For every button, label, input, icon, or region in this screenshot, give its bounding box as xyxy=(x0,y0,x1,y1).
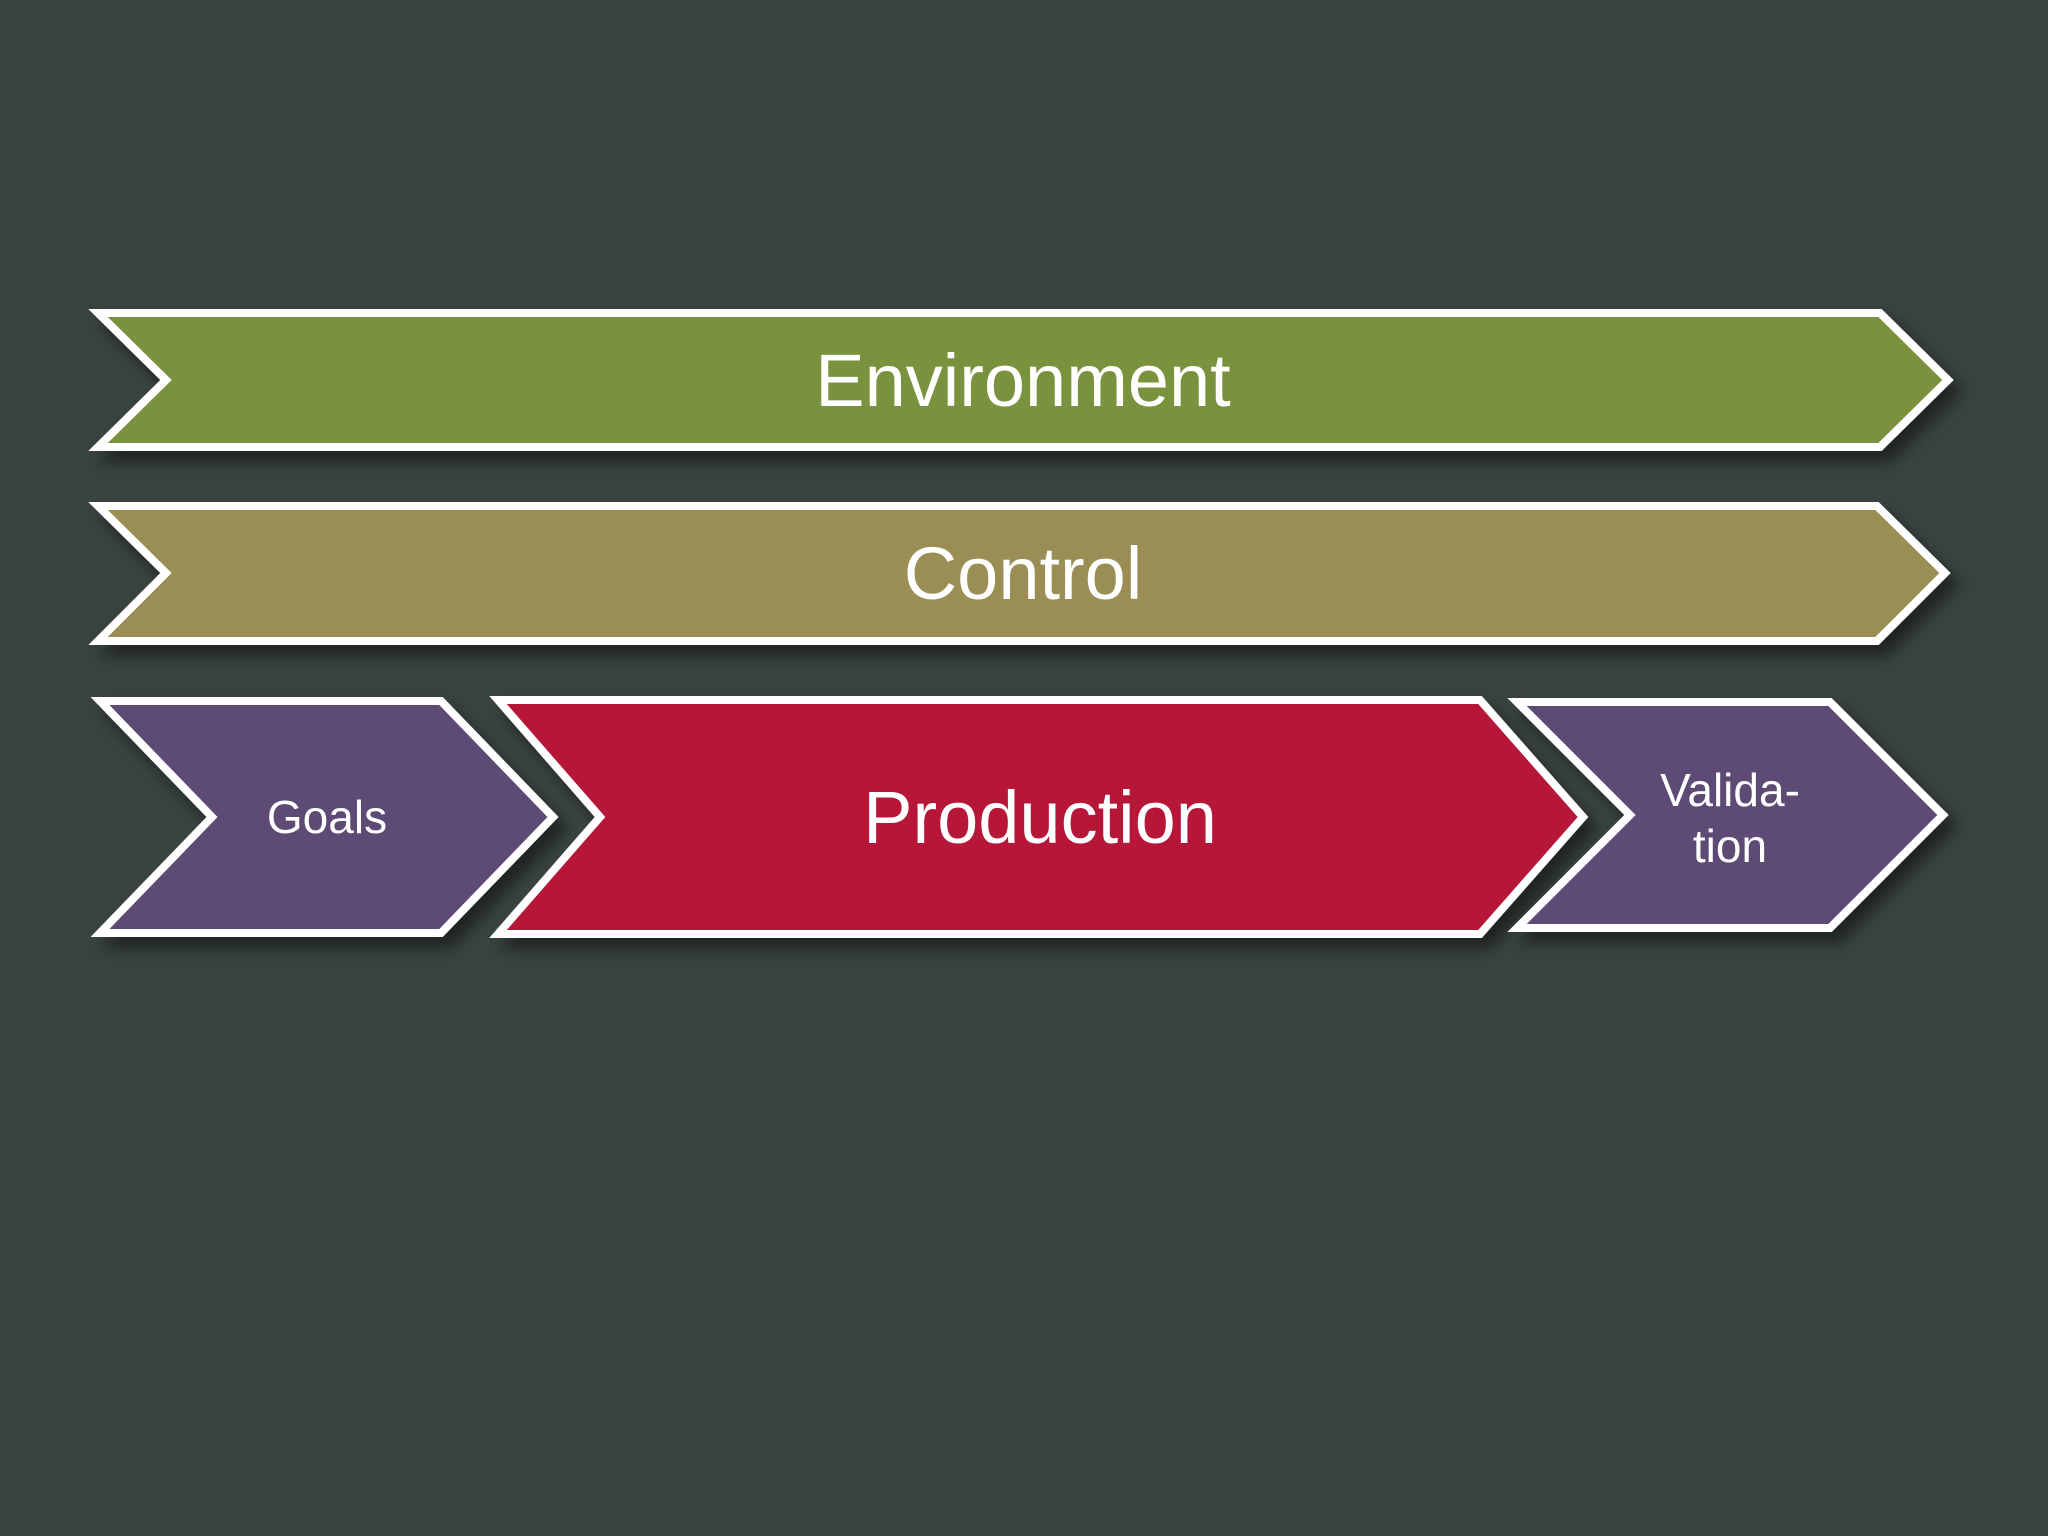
stage-goals: Goals xyxy=(90,697,559,937)
environment-label: Environment xyxy=(815,339,1231,422)
control-arrow xyxy=(88,502,1951,645)
validation-label-line1: Valida- xyxy=(1660,764,1800,816)
stage-production: Production xyxy=(489,696,1589,938)
validation-arrow xyxy=(1507,698,1949,932)
production-label: Production xyxy=(863,776,1217,859)
production-arrow xyxy=(489,696,1589,938)
stage-control: Control xyxy=(88,502,1951,645)
goals-label: Goals xyxy=(267,791,387,843)
control-label: Control xyxy=(904,532,1143,615)
goals-arrow xyxy=(90,697,559,937)
validation-label-line2: tion xyxy=(1693,820,1767,872)
environment-arrow xyxy=(88,309,1954,451)
stage-environment: Environment xyxy=(88,309,1954,451)
stage-validation: Valida- tion xyxy=(1507,698,1949,932)
